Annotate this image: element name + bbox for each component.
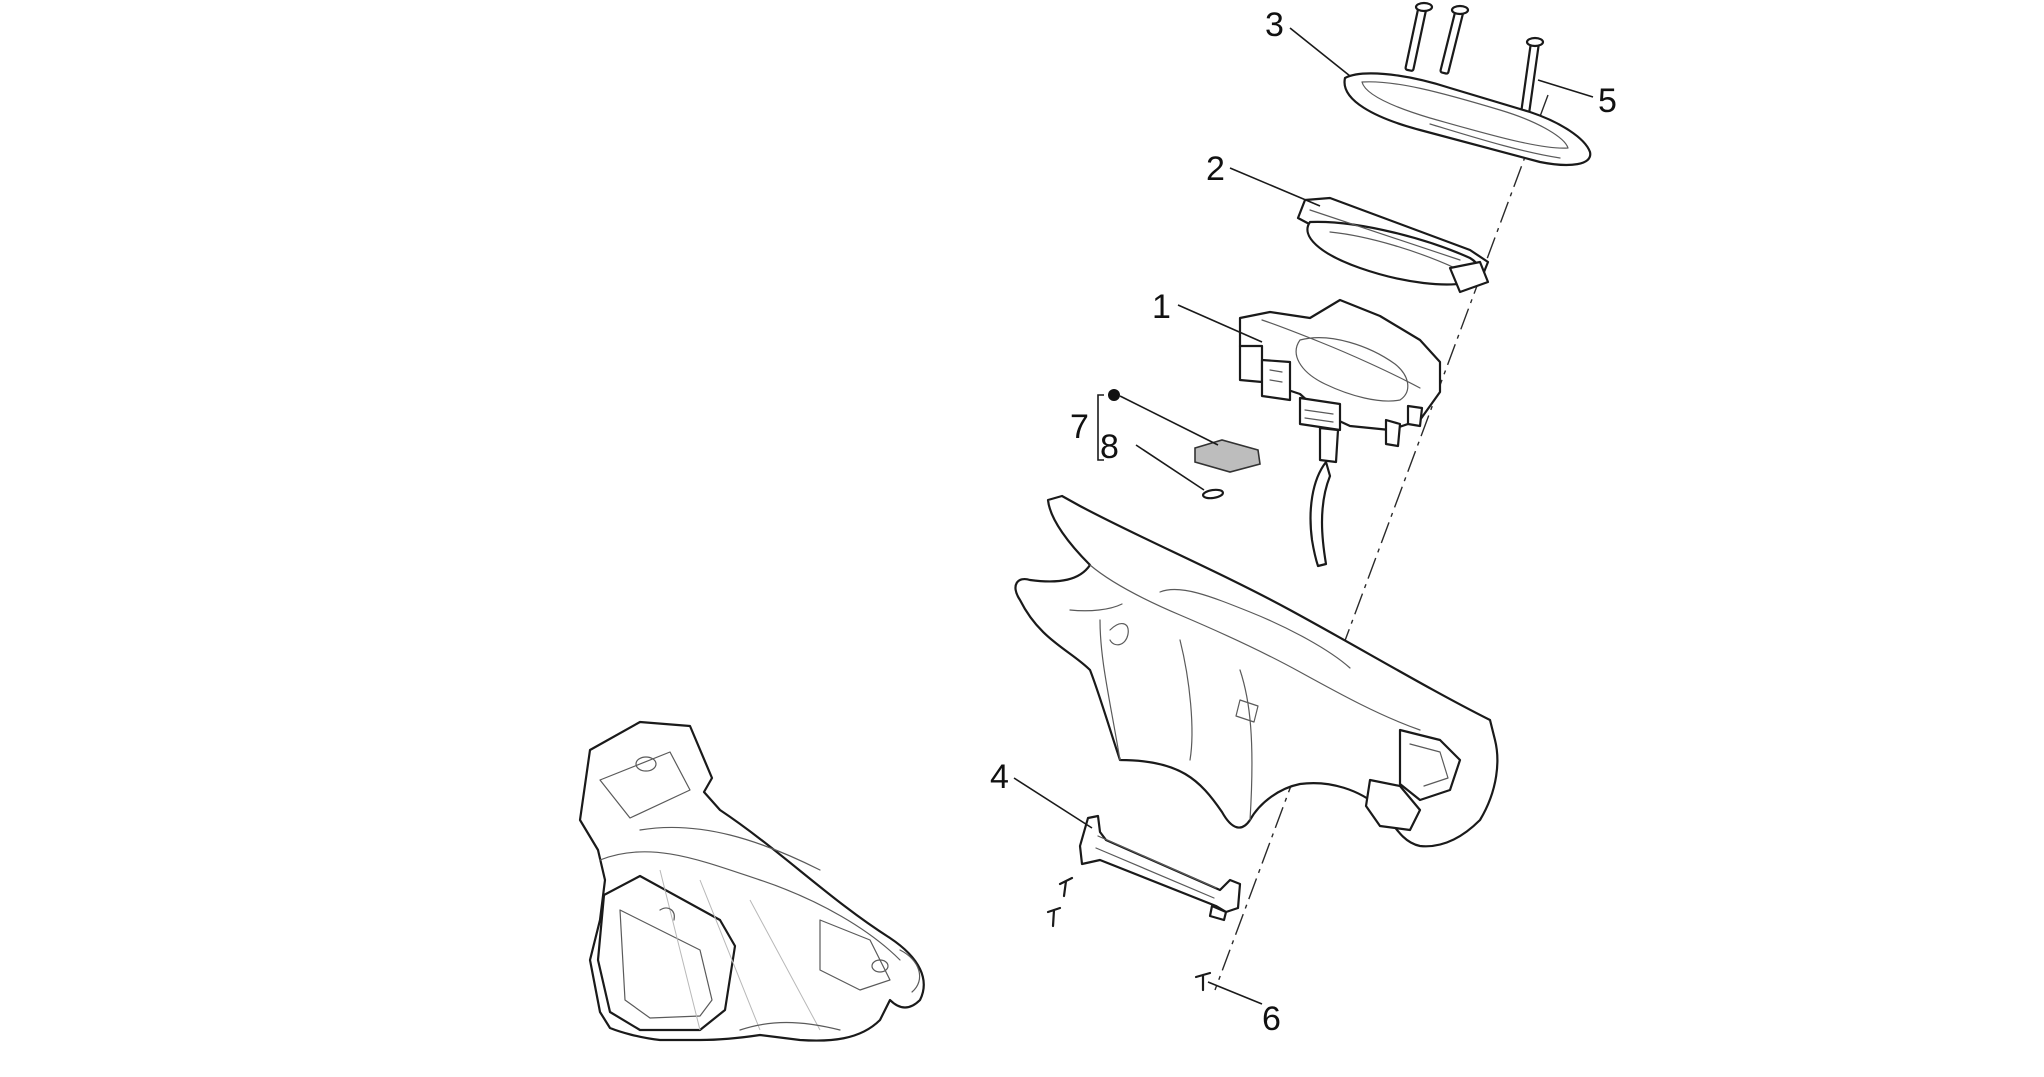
assembly-axis <box>1214 94 1549 991</box>
leader-1 <box>1177 304 1263 343</box>
rear-handlebar-cover <box>1014 494 1499 848</box>
callout-3: 3 <box>1265 6 1284 44</box>
leader-2 <box>1229 167 1321 207</box>
cluster-support <box>1296 196 1490 294</box>
cluster-cover-frame <box>1343 72 1592 167</box>
bulb-kit <box>1097 389 1261 500</box>
callout-5: 5 <box>1598 82 1617 120</box>
kit-marker-dot <box>1108 389 1120 401</box>
callout-1: 1 <box>1152 288 1171 326</box>
bulb <box>1194 439 1261 473</box>
instrument-cluster <box>1238 298 1442 568</box>
leader-3 <box>1289 27 1351 77</box>
bracket <box>1078 814 1242 922</box>
leader-7 <box>1119 395 1219 446</box>
bulb-seal <box>1201 488 1225 500</box>
callout-7: 7 <box>1070 408 1089 446</box>
callout-6: 6 <box>1262 1000 1281 1038</box>
callout-4: 4 <box>990 758 1009 796</box>
callout-8: 8 <box>1100 428 1119 466</box>
self-tapping-screws <box>1046 876 1212 992</box>
leader-6 <box>1207 981 1263 1005</box>
leader-8 <box>1135 444 1205 491</box>
leader-4 <box>1013 777 1093 829</box>
callout-2: 2 <box>1206 150 1225 188</box>
leader-5 <box>1537 79 1594 98</box>
front-handlebar-cover <box>578 720 925 1042</box>
leader-lines <box>1013 27 1594 1005</box>
